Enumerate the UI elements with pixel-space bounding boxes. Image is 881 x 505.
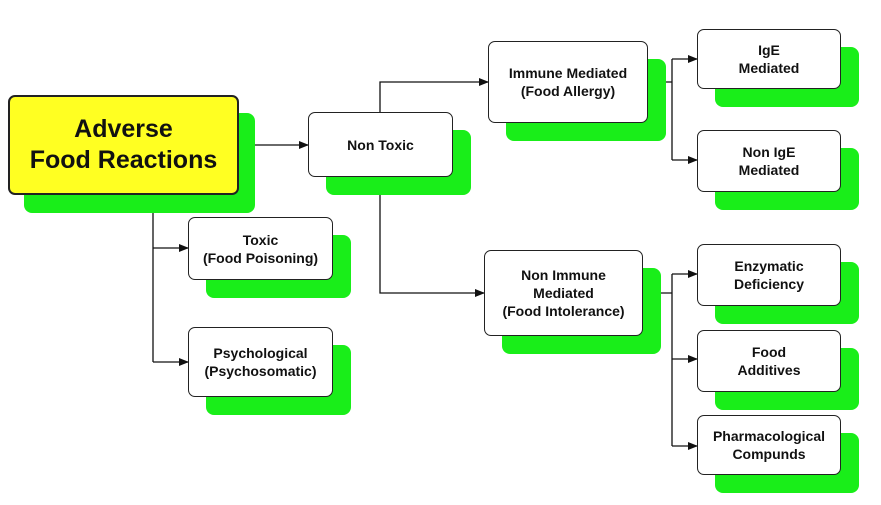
node-label-ige-mediated: IgE Mediated bbox=[697, 29, 841, 89]
node-label-toxic: Toxic (Food Poisoning) bbox=[188, 217, 333, 280]
node-label-pharmacological-compunds: Pharmacological Compunds bbox=[697, 415, 841, 475]
node-label-non-immune-mediated: Non Immune Mediated (Food Intolerance) bbox=[484, 250, 643, 336]
node-label-enzymatic-deficiency: Enzymatic Deficiency bbox=[697, 244, 841, 306]
node-label-non-ige-mediated: Non IgE Mediated bbox=[697, 130, 841, 192]
link-non-toxic-to-non-immune bbox=[379, 177, 485, 297]
node-label-psychological: Psychological (Psychosomatic) bbox=[188, 327, 333, 397]
link-non-toxic-to-immune bbox=[379, 78, 489, 112]
node-label-food-additives: Food Additives bbox=[697, 330, 841, 392]
node-label-immune-mediated: Immune Mediated (Food Allergy) bbox=[488, 41, 648, 123]
node-label-adverse-food-reactions: Adverse Food Reactions bbox=[8, 95, 239, 195]
node-label-non-toxic: Non Toxic bbox=[308, 112, 453, 177]
